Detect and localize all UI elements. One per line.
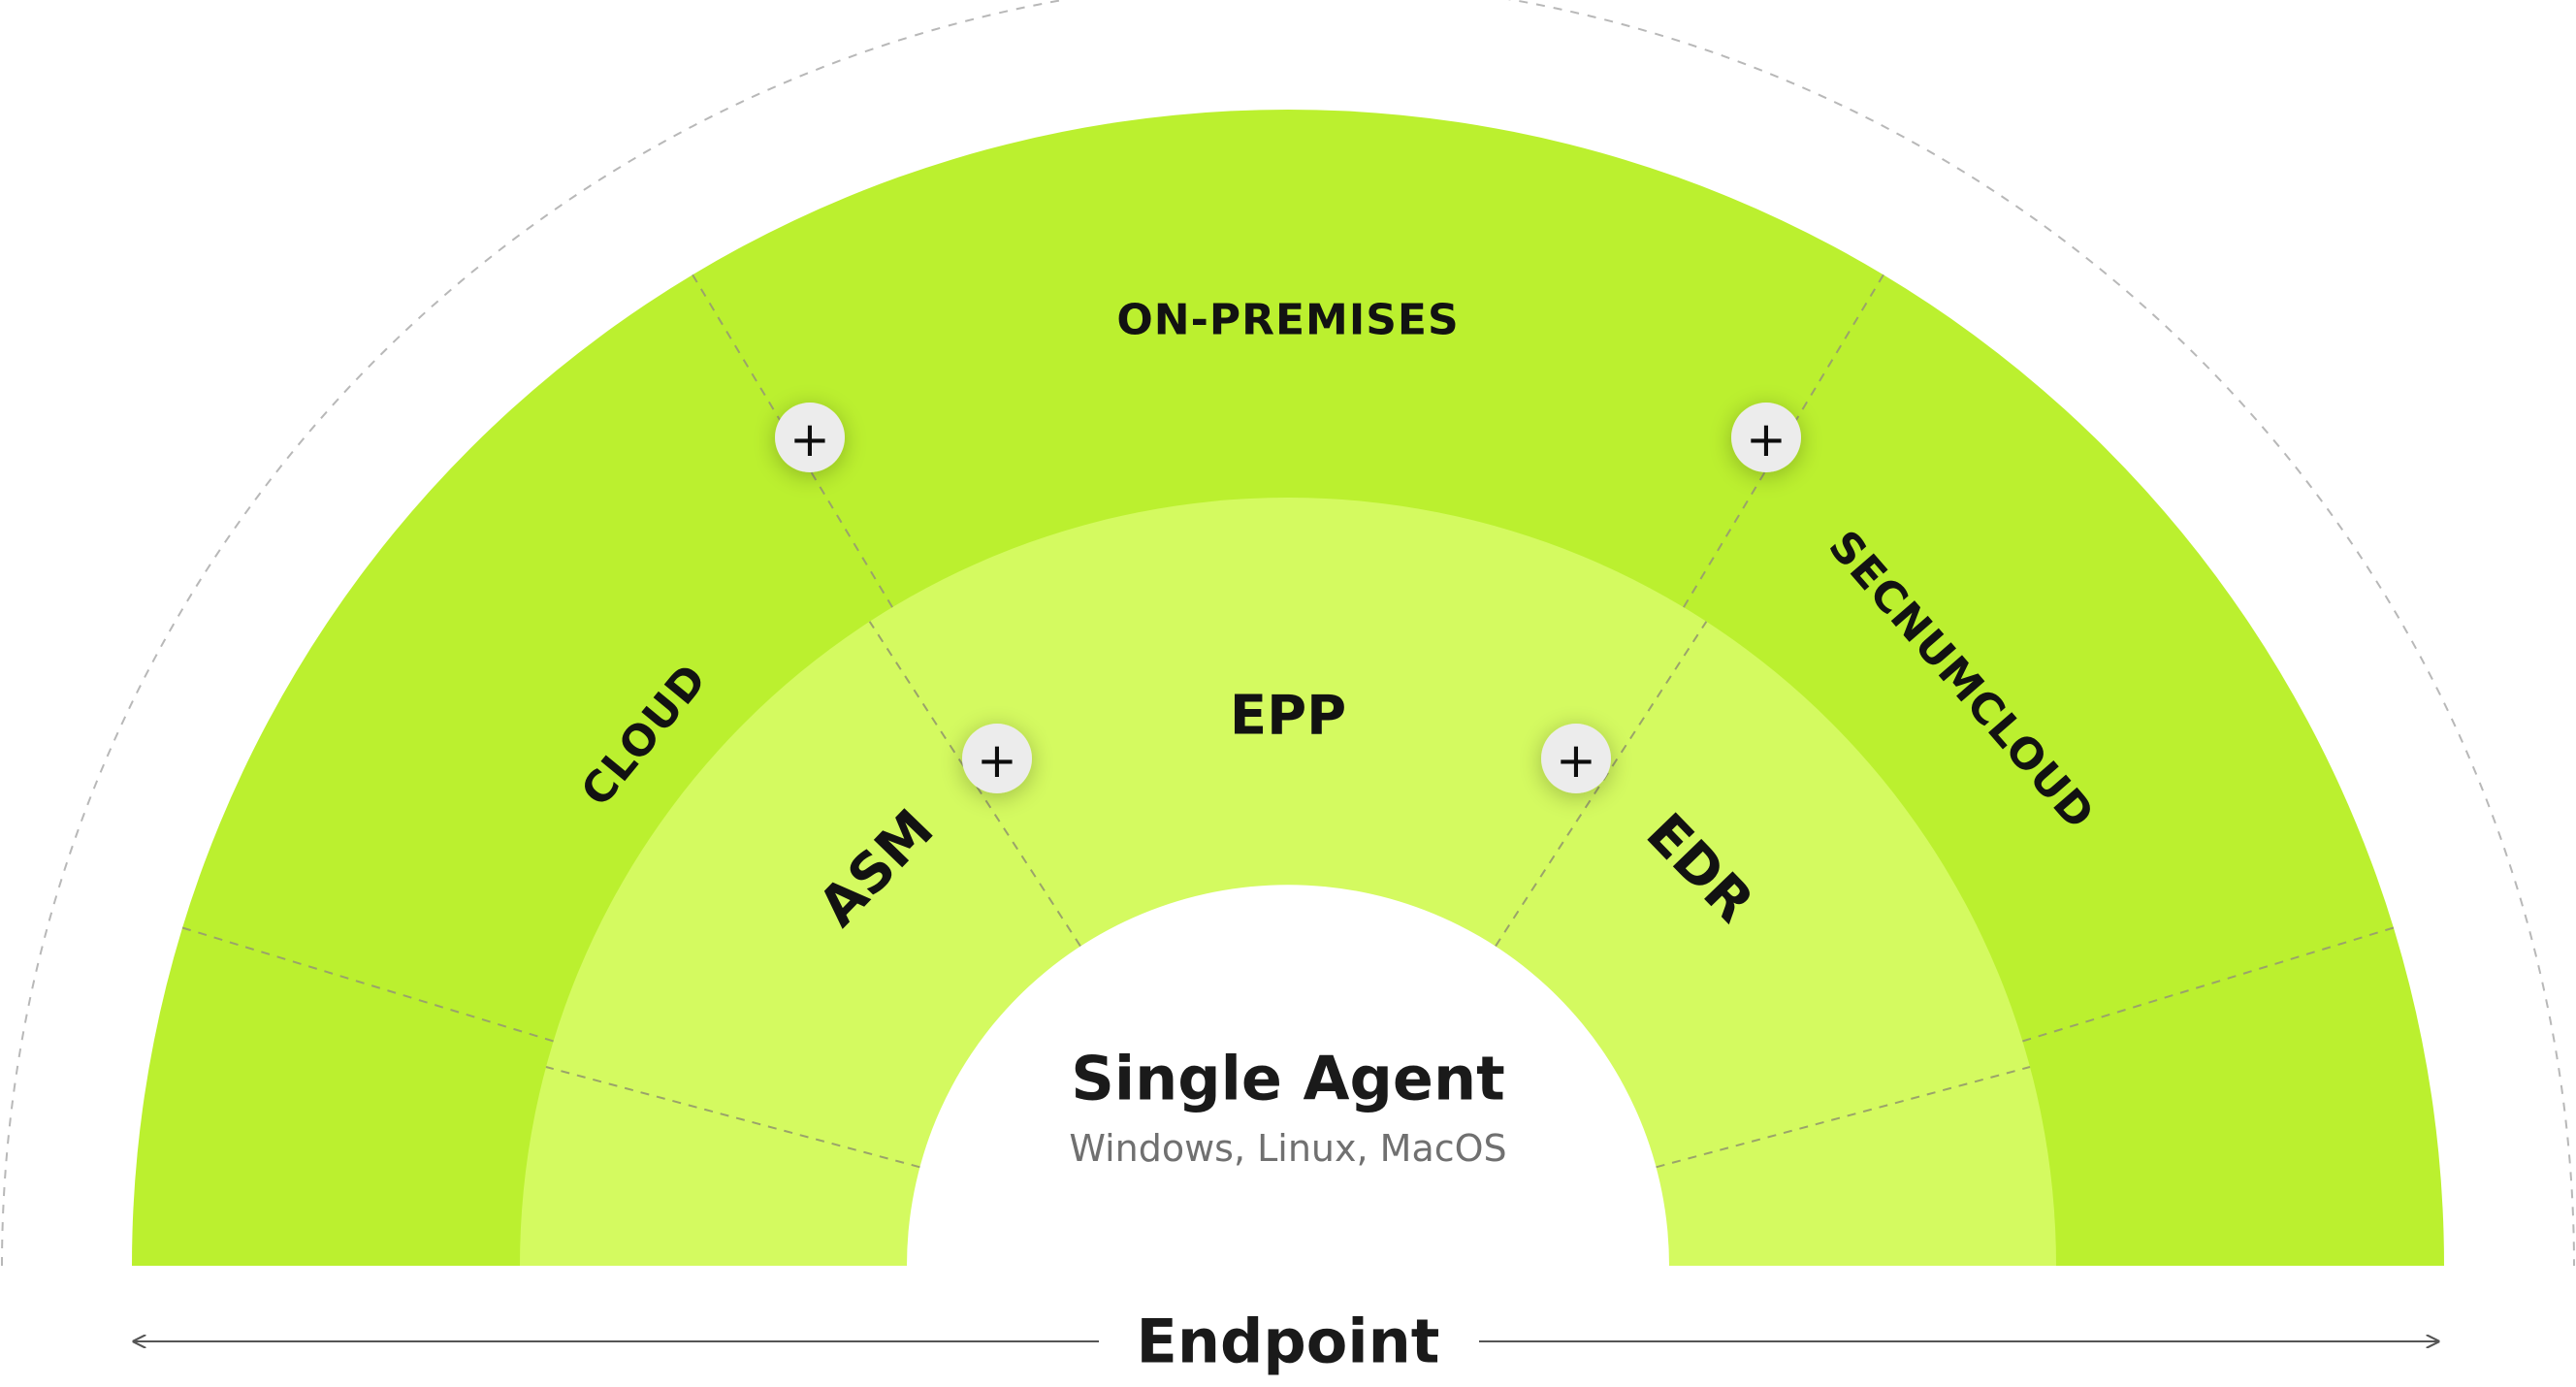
expand-button-cloud-onpremises[interactable]: + <box>775 403 845 472</box>
expand-button-epp-edr[interactable]: + <box>1541 724 1611 793</box>
expand-button-asm-epp[interactable]: + <box>962 724 1032 793</box>
label-epp: EPP <box>1230 685 1346 748</box>
center-title: Single Agent <box>1071 1044 1505 1114</box>
plus-icon: + <box>977 732 1017 789</box>
inner-ring-modules <box>520 498 2056 1266</box>
endpoint-label: Endpoint <box>1137 1306 1440 1377</box>
center-single-agent <box>907 885 1669 1266</box>
center-subtitle: Windows, Linux, MacOS <box>1069 1127 1506 1170</box>
plus-icon: + <box>1746 411 1787 468</box>
outer-guide-arc <box>1 0 2575 1267</box>
plus-icon: + <box>789 411 830 468</box>
expand-button-onpremises-secnumcloud[interactable]: + <box>1731 403 1801 472</box>
label-on-premises: ON-PREMISES <box>1116 296 1459 345</box>
plus-icon: + <box>1556 732 1596 789</box>
